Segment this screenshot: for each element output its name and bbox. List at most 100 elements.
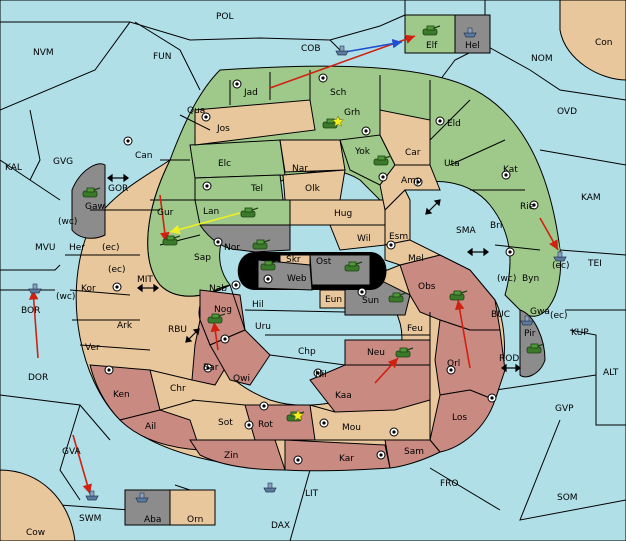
land-label: Nog	[214, 305, 232, 315]
land-nar[interactable]	[279, 139, 346, 173]
land-label: Eun	[325, 295, 342, 305]
supply-center-icon	[435, 116, 445, 126]
land-neu[interactable]	[344, 339, 431, 366]
sea-label: MVU	[35, 243, 56, 253]
land-nor[interactable]	[199, 224, 291, 253]
move-arrow	[454, 299, 471, 369]
sea-label: POL	[216, 12, 234, 22]
supply-center-icon	[293, 455, 303, 465]
land-label: Zin	[224, 451, 238, 461]
sea-label: Con	[595, 38, 613, 48]
land-qwi[interactable]	[209, 329, 271, 386]
move-arrow	[539, 217, 559, 251]
land-label: Gaw	[85, 202, 105, 212]
land-label: Eld	[447, 119, 461, 129]
land-kar[interactable]	[284, 439, 391, 472]
double-arrow-icon	[185, 328, 200, 343]
sea-label: GVG	[53, 157, 73, 167]
sea-label: NOM	[531, 54, 553, 64]
supply-center-icon	[361, 126, 371, 136]
land-label: Kor	[81, 284, 96, 294]
supply-center-icon	[244, 420, 254, 430]
land-eun[interactable]	[319, 289, 346, 309]
sea-label: GVP	[555, 404, 574, 414]
land-label: Elc	[218, 159, 231, 169]
land-label: Web	[287, 274, 307, 284]
land-elc[interactable]	[189, 139, 286, 179]
order-arrows	[28, 34, 559, 495]
land-label: Hel	[465, 41, 480, 51]
double-arrow-icon	[107, 173, 129, 183]
supply-center-icon	[378, 172, 388, 182]
sea-label: GVA	[62, 447, 82, 457]
land-label: Rot	[258, 420, 273, 430]
land-label: Los	[452, 413, 467, 423]
land-label: Sam	[404, 447, 424, 457]
land-label: Olk	[305, 184, 321, 194]
land-label: Esm	[389, 232, 408, 242]
move-arrow	[210, 321, 221, 351]
sea-label: FRO	[440, 479, 459, 489]
land-label: Nar	[292, 164, 308, 174]
move-arrow	[72, 434, 92, 495]
supply-center-icon	[231, 280, 241, 290]
sea-label: DOR	[28, 373, 48, 383]
land-label: Feu	[407, 324, 423, 334]
land-orn[interactable]	[169, 489, 216, 526]
double-arrow-icon	[467, 247, 489, 257]
supply-center-icon	[413, 177, 423, 187]
supply-center-icon	[263, 274, 273, 284]
land-pir[interactable]	[519, 309, 546, 378]
sea-label: MIT	[137, 275, 153, 285]
land-jos[interactable]	[194, 99, 316, 146]
coast-label: (wc)	[497, 274, 516, 284]
land-label: Sot	[218, 418, 233, 428]
double-arrow-icon	[425, 199, 441, 215]
sea-label: BUC	[491, 310, 510, 320]
land-sam[interactable]	[384, 439, 441, 469]
land-label: Sap	[194, 253, 211, 263]
land-label: Ark	[117, 321, 133, 331]
sea-label: LIT	[305, 489, 319, 499]
sea-label: GOR	[108, 184, 128, 194]
double-arrow-icon	[137, 283, 159, 293]
supply-center-icon	[376, 450, 386, 460]
coast-label: (wc)	[56, 292, 75, 302]
supply-center-icon	[112, 282, 122, 292]
land-mel[interactable]	[384, 239, 442, 266]
land-label: Grh	[344, 108, 360, 118]
land-label: Elf	[426, 41, 438, 51]
land-label: Ail	[145, 422, 156, 432]
supply-center-icon	[313, 368, 323, 378]
land-label: Jad	[243, 88, 258, 98]
supply-center-icon	[104, 365, 114, 375]
supply-center-icon	[319, 418, 329, 428]
land-aba[interactable]	[124, 489, 171, 526]
land-label: Yok	[354, 147, 371, 157]
coast-label: (ec)	[102, 243, 120, 253]
supply-center-icon	[357, 287, 367, 297]
coast-label: (ec)	[108, 265, 126, 275]
land-label: Kat	[503, 165, 518, 175]
land-orl[interactable]	[434, 319, 506, 401]
supply-center-icon	[318, 73, 328, 83]
coast-label: (wc)	[58, 217, 77, 227]
double-arrow-icon	[501, 363, 521, 373]
stars	[292, 115, 344, 421]
land-label: Pir	[524, 329, 536, 339]
land-gaw[interactable]	[71, 163, 106, 239]
land-label: Qwi	[233, 374, 250, 384]
land-label: Bri	[490, 221, 502, 231]
sea-links	[107, 173, 521, 373]
supply-center-icon	[529, 200, 539, 210]
sea-label: TEI	[587, 259, 602, 269]
land-rot[interactable]	[244, 404, 316, 441]
sea-label: NVM	[33, 48, 54, 58]
convoy-arrow	[344, 38, 403, 53]
land-label: Hil	[252, 300, 264, 310]
land-label: Can	[135, 151, 153, 161]
star-icon	[332, 115, 344, 127]
land-label: Tel	[250, 184, 263, 194]
land-ail[interactable]	[119, 409, 201, 451]
